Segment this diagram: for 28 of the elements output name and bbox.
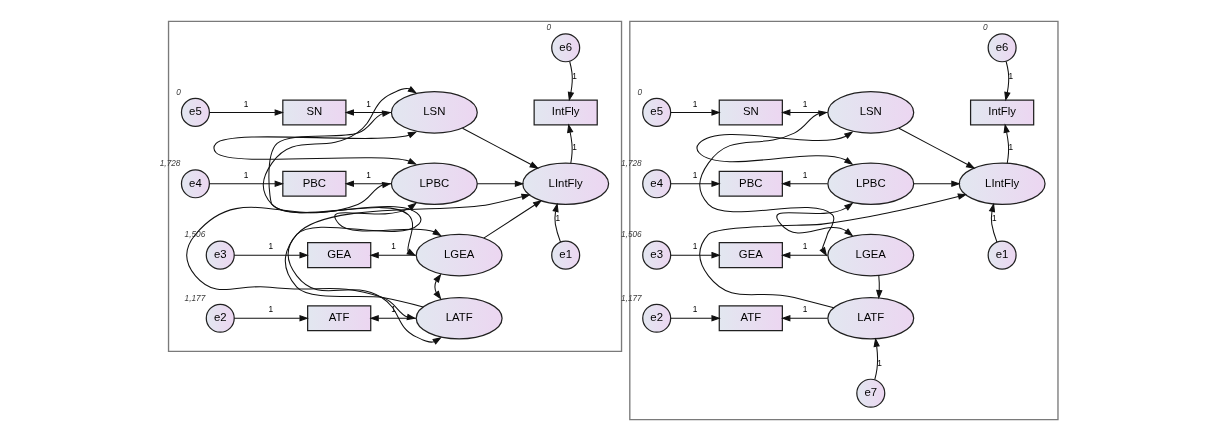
edge-label: 1 xyxy=(802,304,808,314)
edge-label: 1 xyxy=(391,241,396,251)
edge-label: 1 xyxy=(1008,142,1014,152)
edge-label: 1 xyxy=(1008,71,1014,81)
edge-label: 1 xyxy=(268,241,274,251)
edge-label: 1 xyxy=(692,99,698,109)
node-label: 0 xyxy=(983,22,988,32)
edge-label: 1 xyxy=(243,170,249,180)
node-label: 0 xyxy=(546,22,552,32)
node-label: 0 xyxy=(637,87,643,97)
edge-label: 1 xyxy=(802,99,808,109)
edge-label: 1 xyxy=(692,304,698,314)
edge-label: 1 xyxy=(992,213,997,223)
edge-label: 1 xyxy=(366,170,371,180)
edge-label: 1 xyxy=(802,170,808,180)
edge-label: 1 xyxy=(268,304,274,314)
edge-label: 1 xyxy=(243,99,249,109)
node-label: 1,177 xyxy=(184,293,206,303)
edge-label: 1 xyxy=(877,358,882,368)
edge-label: 1 xyxy=(555,213,561,223)
edge-label: 1 xyxy=(366,99,371,109)
edge-label: 1 xyxy=(802,241,808,251)
edge-label: 1 xyxy=(391,304,396,314)
edge-label: 1 xyxy=(572,71,577,81)
node-label: 0 xyxy=(176,87,181,97)
edge-label: 1 xyxy=(572,142,577,152)
edge-label: 1 xyxy=(692,170,698,180)
edge-label: 1 xyxy=(692,241,698,251)
